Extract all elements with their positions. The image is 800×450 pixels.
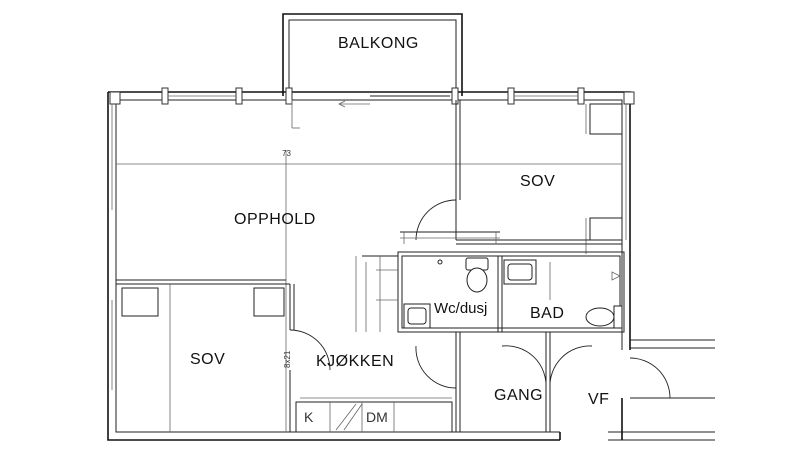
- windows-right: [585, 104, 627, 254]
- balcony-outline: [282, 13, 463, 96]
- bedroom-right-label: SOV: [520, 173, 555, 190]
- stove-label: K: [304, 409, 314, 425]
- toilet-wc: [465, 257, 489, 293]
- sink-bath: [503, 259, 537, 285]
- toilet-bath: [585, 305, 623, 329]
- dimension-lines: [400, 232, 500, 244]
- dishwasher-label: DM: [366, 409, 388, 425]
- bath-label: BAD: [530, 305, 564, 322]
- kitchen-counter: [295, 256, 453, 433]
- shower-drain: [437, 259, 443, 265]
- doors: [289, 199, 671, 399]
- windows-top: [109, 87, 635, 105]
- balcony-door: [291, 95, 450, 129]
- sink-wc: [403, 303, 431, 329]
- kitchen-label: KJØKKEN: [316, 353, 394, 370]
- washer-symbol: [549, 262, 621, 300]
- door-size-label: 8x21: [283, 350, 292, 368]
- wet-rooms: [362, 251, 625, 432]
- wardrobe-right: [589, 103, 623, 241]
- ceiling-mark-label: 73: [282, 149, 291, 158]
- balcony-label: BALKONG: [338, 35, 419, 52]
- wardrobe-left: [121, 287, 285, 317]
- hall-label: GANG: [494, 387, 543, 404]
- wc-shower-label: Wc/dusj: [434, 300, 487, 317]
- entrance-label: VF: [588, 391, 609, 408]
- living-room-label: OPPHOLD: [234, 211, 316, 228]
- bedroom-left-label: SOV: [190, 351, 225, 368]
